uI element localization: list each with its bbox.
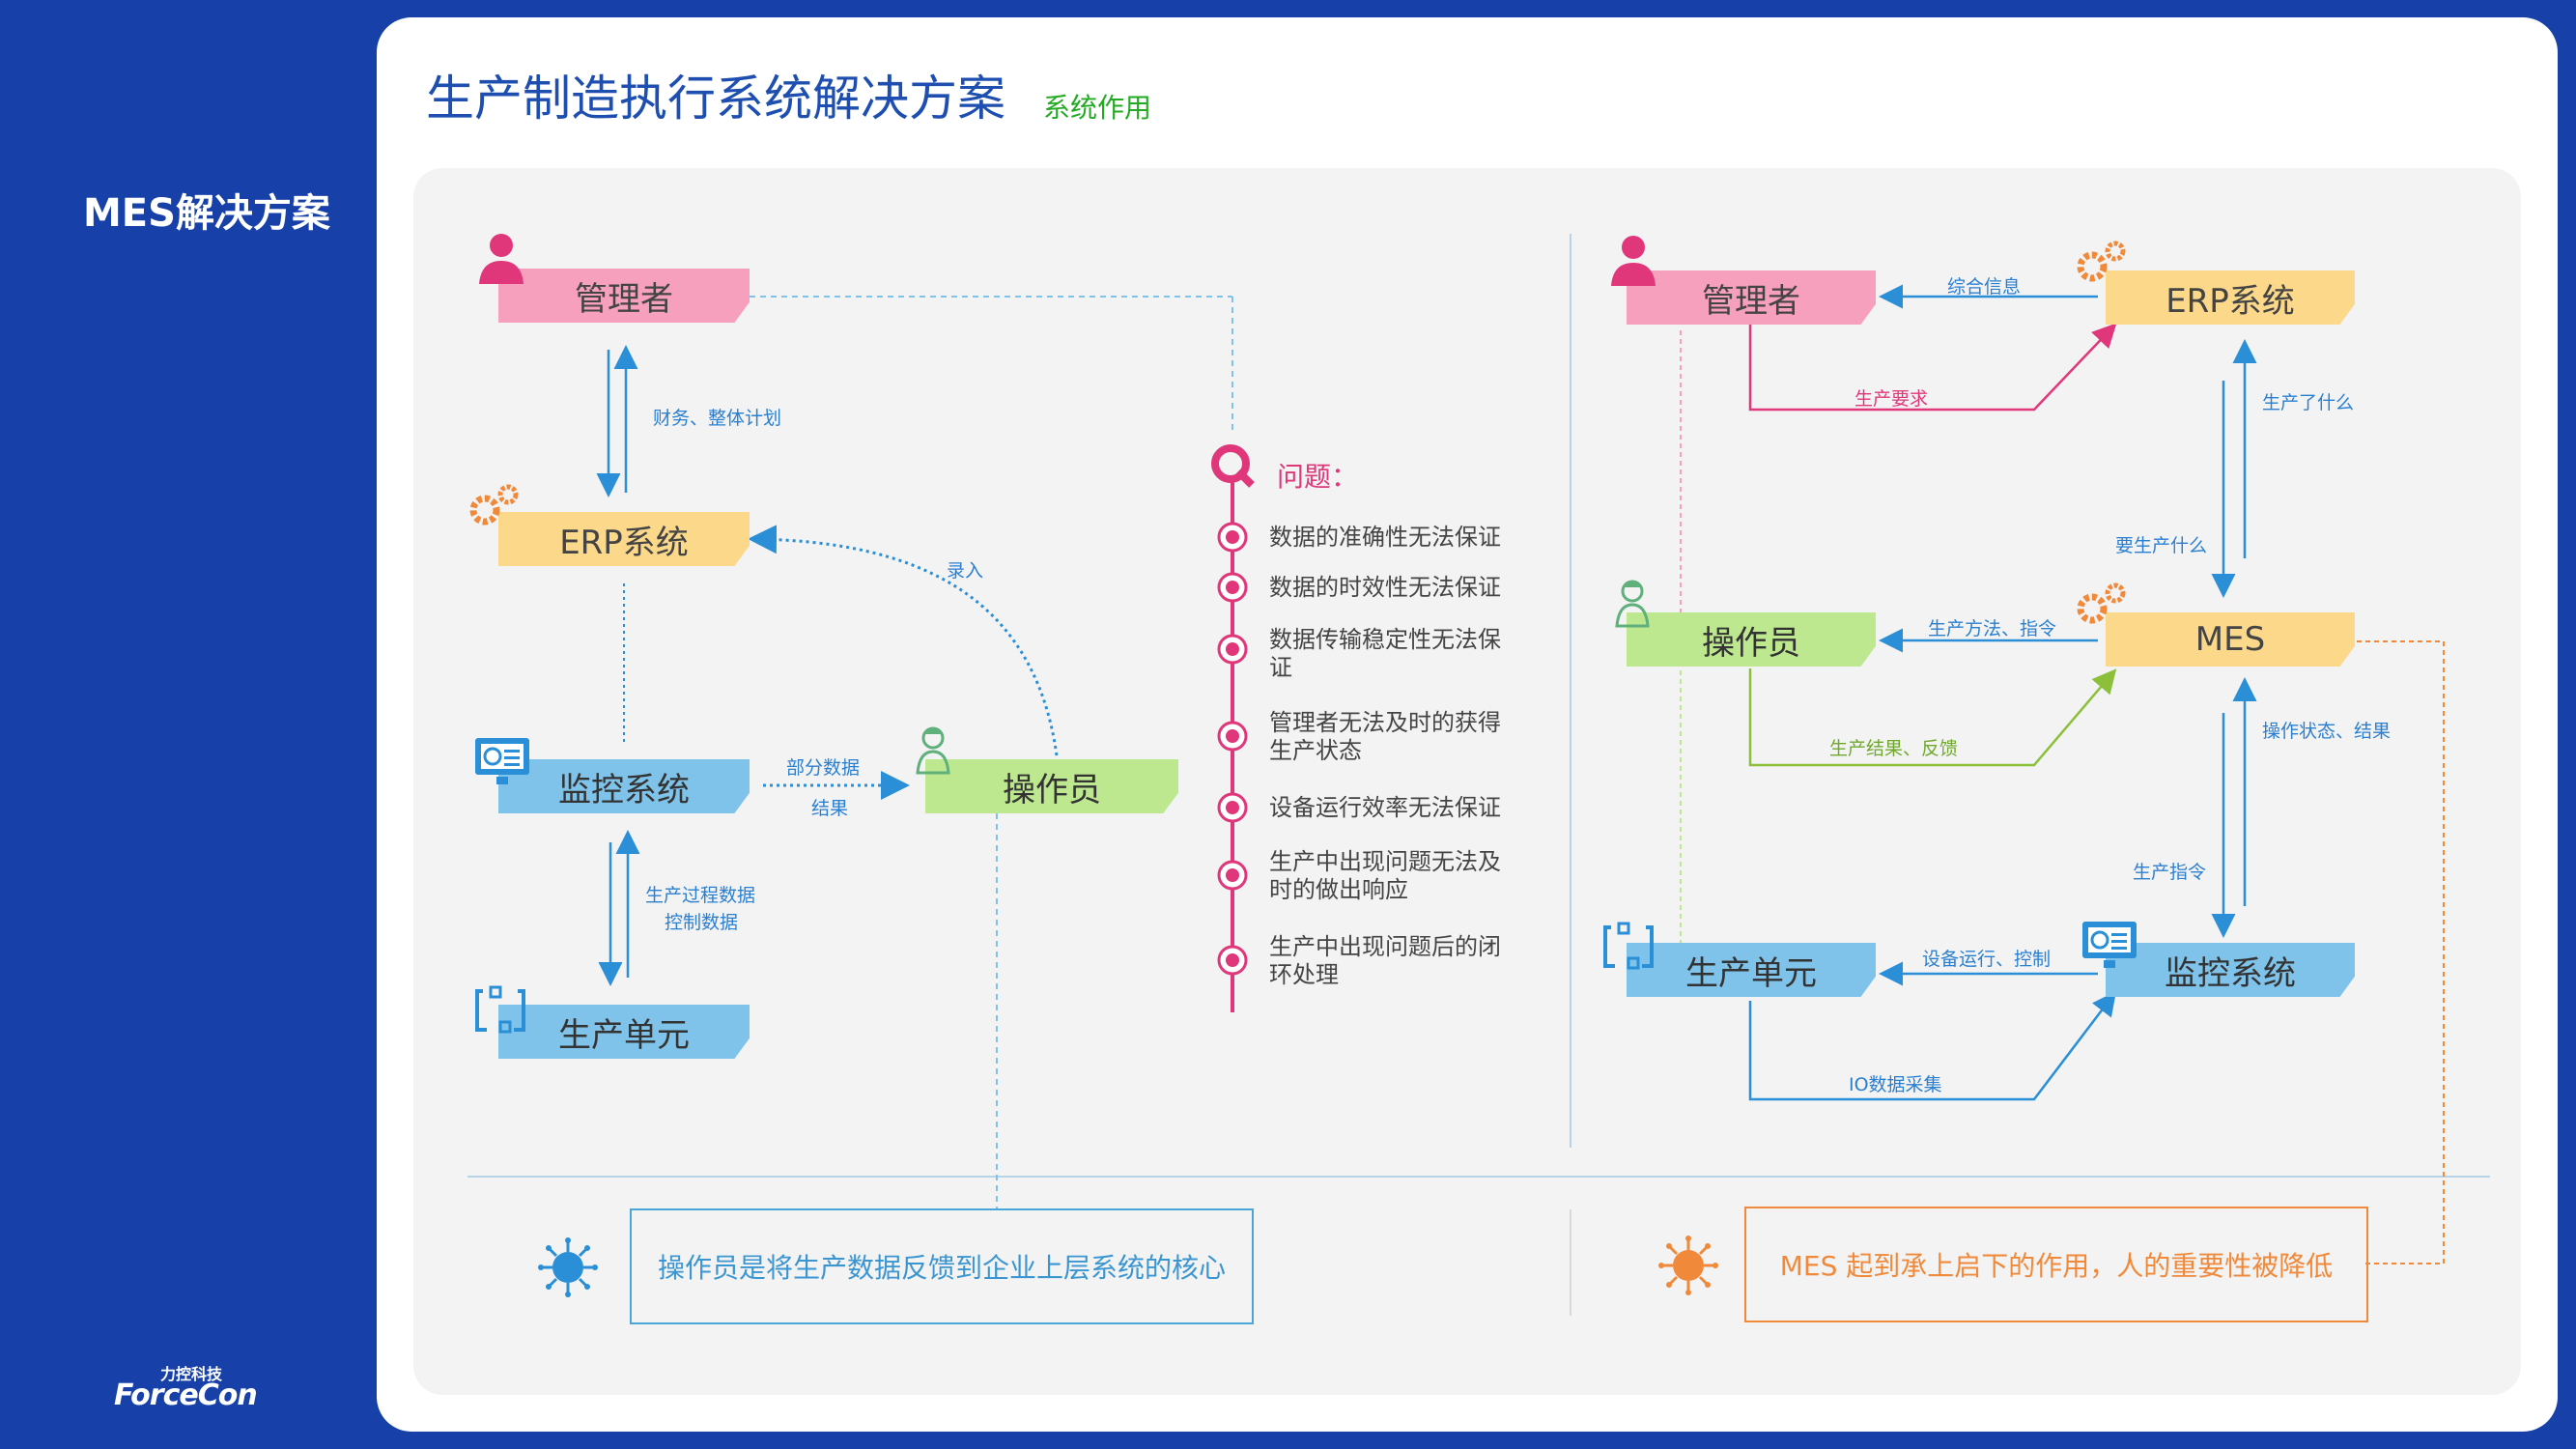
issue-dot-4 <box>1217 721 1248 752</box>
label-partial-data: 部分数据 <box>786 757 861 779</box>
label-process-data: 生产过程数据 <box>645 885 756 906</box>
issue-dot-7 <box>1217 945 1248 976</box>
gear-icon <box>2077 241 2126 282</box>
issue-item: 数据传输稳定性无法保证 <box>1269 626 1501 681</box>
virus-orange-icon <box>1658 1236 1718 1295</box>
label-production-command: 生产指令 <box>2133 862 2207 883</box>
operator-person-icon <box>916 726 950 775</box>
label-operation-status: 操作状态、结果 <box>2262 721 2392 742</box>
label-what-produced: 生产了什么 <box>2262 392 2355 413</box>
monitor-screen-icon <box>475 738 529 784</box>
erp-box-left: ERP系统 <box>498 512 750 566</box>
monitor-box-right: 监控系统 <box>2106 943 2355 997</box>
issue-item: 管理者无法及时的获得生产状态 <box>1269 709 1501 764</box>
manager-box-left: 管理者 <box>498 269 750 323</box>
label-equipment-control: 设备运行、控制 <box>1922 949 2052 970</box>
note-mes-role: MES 起到承上启下的作用，人的重要性被降低 <box>1744 1207 2368 1322</box>
issue-dot-2 <box>1217 572 1248 603</box>
manager-box-right: 管理者 <box>1627 270 1876 325</box>
erp-box-right: ERP系统 <box>2106 270 2355 325</box>
label-production-requirement: 生产要求 <box>1854 388 1929 410</box>
virus-blue-icon <box>538 1237 598 1297</box>
label-result-feedback: 生产结果、反馈 <box>1829 738 1959 759</box>
label-control-data: 控制数据 <box>665 912 739 933</box>
operator-person-icon <box>1615 580 1650 628</box>
unit-box-right: 生产单元 <box>1627 943 1876 997</box>
logo-cn: 力控科技 <box>160 1365 223 1383</box>
sidebar-title: MES解决方案 <box>83 191 330 236</box>
issue-dot-1 <box>1217 522 1248 553</box>
arrow-operator-feedback <box>1748 668 2117 767</box>
label-what-to-produce: 要生产什么 <box>2115 535 2208 556</box>
label-input: 录入 <box>947 560 984 582</box>
operator-box-right: 操作员 <box>1627 612 1876 667</box>
issue-dot-6 <box>1217 860 1248 891</box>
issue-item: 生产中出现问题无法及时的做出响应 <box>1269 848 1501 903</box>
mes-to-note-orange-dashed <box>2357 640 2445 1264</box>
issue-item: 数据的准确性无法保证 <box>1269 524 1501 551</box>
arrow-operator-to-erp <box>748 525 1059 756</box>
page-subtitle: 系统作用 <box>1043 92 1152 124</box>
note-operator-core: 操作员是将生产数据反馈到企业上层系统的核心 <box>630 1208 1254 1324</box>
operator-box-left: 操作员 <box>925 759 1178 813</box>
issue-item: 数据的时效性无法保证 <box>1269 574 1501 601</box>
label-finance-plan: 财务、整体计划 <box>653 408 782 429</box>
label-summary-info: 综合信息 <box>1947 276 2022 298</box>
manager-person-icon <box>479 234 524 284</box>
monitor-screen-icon <box>2082 922 2137 968</box>
issue-dot-5 <box>1217 792 1248 823</box>
production-cycle-icon <box>475 985 525 1034</box>
issue-item: 生产中出现问题后的闭环处理 <box>1269 933 1501 988</box>
production-cycle-icon <box>1603 922 1654 970</box>
mes-box: MES <box>2106 612 2355 667</box>
gear-icon <box>2077 582 2126 624</box>
gear-icon <box>469 484 519 526</box>
monitor-box-left: 监控系统 <box>498 759 750 813</box>
issue-dot-3 <box>1217 634 1248 665</box>
manager-person-icon <box>1611 236 1656 286</box>
arrow-manager-requirement <box>1748 323 2117 412</box>
issues-title: 问题： <box>1277 461 1359 493</box>
arrow-unit-io <box>1748 991 2117 1101</box>
label-method-command: 生产方法、指令 <box>1928 618 2057 639</box>
logo-en: ForceCon <box>114 1378 258 1412</box>
unit-box-left: 生产单元 <box>498 1005 750 1059</box>
question-q-icon <box>1211 444 1255 488</box>
label-result: 结果 <box>811 798 849 819</box>
page-title: 生产制造执行系统解决方案 <box>426 71 1005 127</box>
diagram-panel <box>413 168 2521 1395</box>
issue-item: 设备运行效率无法保证 <box>1269 794 1501 821</box>
label-io-collection: IO数据采集 <box>1849 1074 1942 1095</box>
